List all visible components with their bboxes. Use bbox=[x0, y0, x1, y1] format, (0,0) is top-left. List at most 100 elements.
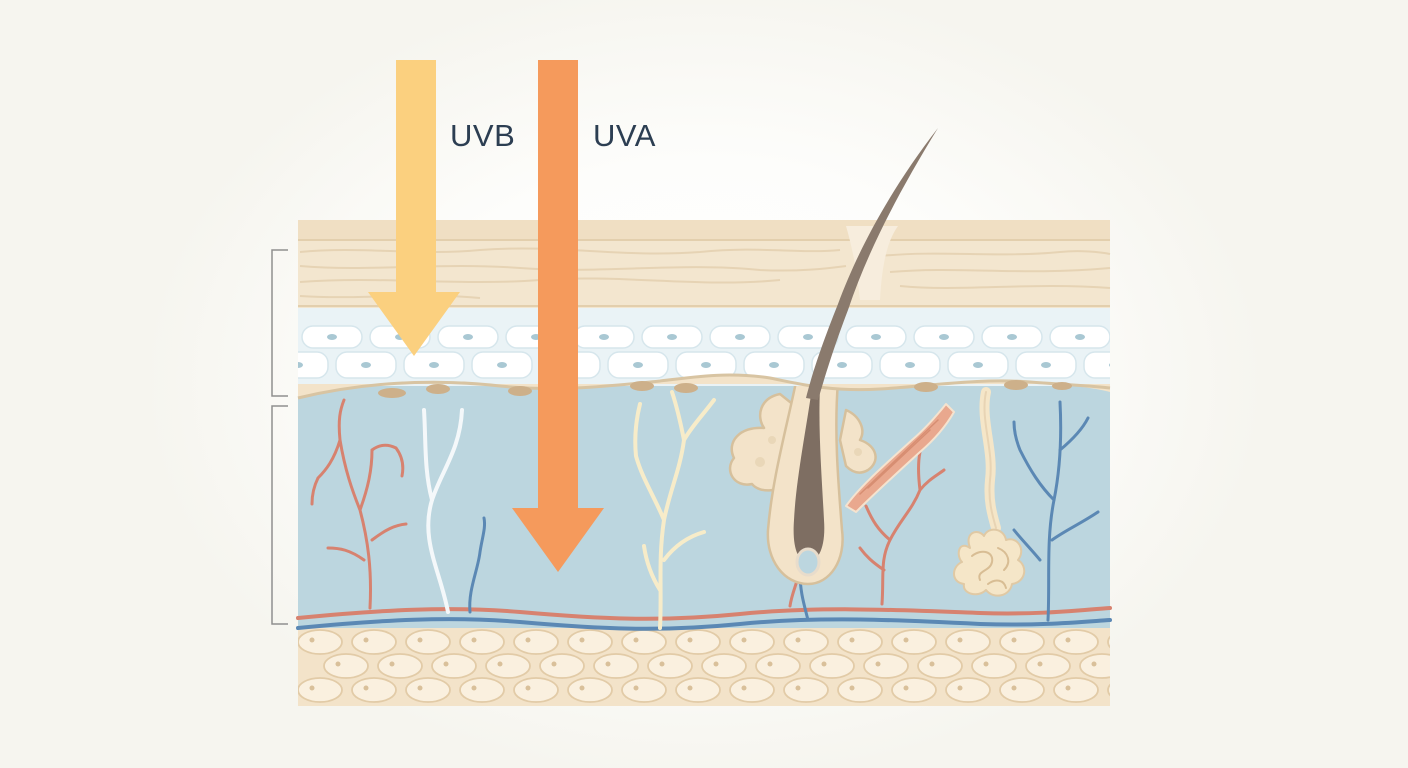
fat-cell bbox=[945, 629, 991, 655]
fat-cell bbox=[999, 677, 1045, 703]
cell-nucleus bbox=[667, 334, 677, 340]
dermal-papilla bbox=[795, 547, 821, 577]
vein-tree-right bbox=[1012, 400, 1100, 622]
hair-follicle bbox=[766, 380, 844, 586]
fat-cell-nucleus bbox=[1065, 637, 1071, 643]
uvb-ray: UVB bbox=[368, 60, 515, 356]
fat-cell bbox=[945, 677, 991, 703]
fat-cell bbox=[755, 653, 801, 679]
fat-cell-nucleus bbox=[309, 637, 315, 643]
uva-arrow bbox=[512, 60, 604, 572]
cell-nucleus bbox=[463, 334, 473, 340]
fat-cell bbox=[459, 677, 505, 703]
fat-cell-nucleus bbox=[957, 685, 963, 691]
dermis-bracket bbox=[271, 405, 288, 625]
fat-cell bbox=[298, 629, 343, 655]
fat-cell bbox=[837, 629, 883, 655]
fat-cell bbox=[351, 629, 397, 655]
hypodermis-layer bbox=[298, 616, 1110, 706]
fat-cell-nucleus bbox=[849, 685, 855, 691]
fat-cell-nucleus bbox=[741, 637, 747, 643]
fat-cell bbox=[729, 677, 775, 703]
fat-cell bbox=[863, 653, 909, 679]
fat-cell-nucleus bbox=[417, 637, 423, 643]
keratinocyte-cell bbox=[298, 351, 329, 379]
fat-cell bbox=[1079, 653, 1110, 679]
fat-cell bbox=[809, 653, 855, 679]
cell-nucleus bbox=[905, 362, 915, 368]
fat-cell bbox=[513, 629, 559, 655]
fat-cell bbox=[323, 653, 369, 679]
fat-cell bbox=[837, 677, 883, 703]
fat-cell-nucleus bbox=[687, 685, 693, 691]
fat-cell bbox=[971, 653, 1017, 679]
fat-cell-nucleus bbox=[579, 685, 585, 691]
fat-cell bbox=[999, 629, 1045, 655]
fat-cell bbox=[729, 629, 775, 655]
uvb-label: UVB bbox=[450, 118, 515, 153]
fat-cell bbox=[405, 677, 451, 703]
hair-shaft bbox=[806, 128, 938, 400]
fat-cell-nucleus bbox=[875, 661, 881, 667]
fat-cell-nucleus bbox=[471, 637, 477, 643]
fat-cell bbox=[485, 653, 531, 679]
fat-cell-nucleus bbox=[903, 637, 909, 643]
melanocytes bbox=[378, 380, 1072, 398]
cell-nucleus bbox=[1007, 334, 1017, 340]
fat-cell bbox=[891, 677, 937, 703]
fat-cell-nucleus bbox=[309, 685, 315, 691]
fat-cell bbox=[593, 653, 639, 679]
vein-left bbox=[468, 516, 486, 614]
cell-nucleus bbox=[871, 334, 881, 340]
deep-vessels bbox=[296, 606, 1112, 631]
fat-cell-nucleus bbox=[579, 637, 585, 643]
cell-nucleus bbox=[633, 362, 643, 368]
dermis-layer bbox=[298, 374, 1110, 628]
fat-cell-nucleus bbox=[443, 661, 449, 667]
uva-ray: UVA bbox=[512, 60, 656, 572]
deep-vein bbox=[296, 617, 1112, 631]
fat-cell-nucleus bbox=[1011, 637, 1017, 643]
cell-nucleus bbox=[939, 334, 949, 340]
fat-cell bbox=[351, 677, 397, 703]
fat-cell-nucleus bbox=[795, 637, 801, 643]
fat-cell bbox=[431, 653, 477, 679]
fat-cell-nucleus bbox=[389, 661, 395, 667]
cell-nucleus bbox=[599, 334, 609, 340]
epidermis-bracket bbox=[271, 249, 288, 397]
cell-nucleus bbox=[1109, 363, 1110, 367]
uvb-arrow bbox=[368, 60, 460, 356]
fat-cell bbox=[675, 677, 721, 703]
basal-layer bbox=[297, 373, 1111, 400]
deep-artery bbox=[296, 606, 1112, 621]
fat-cell-nucleus bbox=[605, 661, 611, 667]
cell-nucleus bbox=[497, 362, 507, 368]
fat-cell-nucleus bbox=[741, 685, 747, 691]
fat-cell bbox=[539, 653, 585, 679]
fat-cell bbox=[1107, 683, 1110, 697]
sweat-gland bbox=[953, 387, 1026, 597]
fat-cell bbox=[783, 629, 829, 655]
fat-cell bbox=[917, 653, 963, 679]
fat-cell-nucleus bbox=[633, 637, 639, 643]
fat-cell bbox=[701, 653, 747, 679]
cell-nucleus bbox=[361, 362, 371, 368]
fat-cells bbox=[298, 629, 1110, 703]
fat-cell bbox=[621, 629, 667, 655]
fat-cell-nucleus bbox=[417, 685, 423, 691]
fat-cell bbox=[567, 677, 613, 703]
fat-cell-nucleus bbox=[821, 661, 827, 667]
fat-cell bbox=[675, 629, 721, 655]
fat-cell-nucleus bbox=[497, 661, 503, 667]
fat-cell bbox=[1053, 629, 1099, 655]
fat-cell-nucleus bbox=[1091, 661, 1097, 667]
fat-cell bbox=[377, 653, 423, 679]
fat-cell-nucleus bbox=[551, 661, 557, 667]
nerve-fiber-left bbox=[422, 408, 464, 614]
fat-cell bbox=[621, 677, 667, 703]
uva-label: UVA bbox=[593, 118, 656, 153]
cell-nucleus bbox=[701, 362, 711, 368]
cell-nucleus bbox=[1075, 334, 1085, 340]
